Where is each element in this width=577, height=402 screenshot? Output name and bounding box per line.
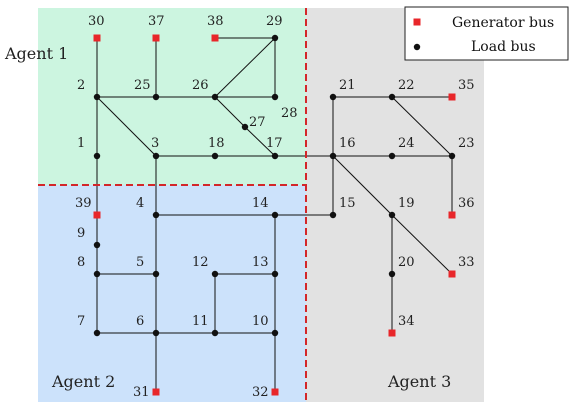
bus-label-3: 3 xyxy=(151,136,159,151)
load-bus-4 xyxy=(152,211,160,219)
bus-label-9: 9 xyxy=(77,226,85,241)
bus-label-12: 12 xyxy=(192,255,209,270)
bus-label-5: 5 xyxy=(136,255,144,270)
load-bus-1 xyxy=(93,152,101,160)
load-bus-13 xyxy=(271,270,279,278)
generator-bus-36 xyxy=(448,211,456,219)
bus-label-31: 31 xyxy=(133,385,150,400)
bus-nodes xyxy=(93,34,456,396)
line-2-3 xyxy=(96,96,157,157)
generator-bus-39 xyxy=(93,211,101,219)
bus-label-6: 6 xyxy=(136,314,144,329)
legend-generator-label: Generator bus xyxy=(452,15,554,31)
load-bus-23 xyxy=(448,152,456,160)
load-bus-8 xyxy=(93,270,101,278)
bus-label-28: 28 xyxy=(281,106,298,121)
bus-label-2: 2 xyxy=(77,78,85,93)
bus-label-33: 33 xyxy=(458,255,475,270)
bus-label-27: 27 xyxy=(249,115,266,130)
load-bus-19 xyxy=(388,211,396,219)
bus-label-32: 32 xyxy=(252,385,269,400)
generator-bus-31 xyxy=(152,388,160,396)
bus-label-35: 35 xyxy=(458,78,475,93)
region-agent2 xyxy=(38,185,306,402)
bus-label-25: 25 xyxy=(134,78,151,93)
load-bus-3 xyxy=(152,152,160,160)
load-bus-25 xyxy=(152,93,160,101)
bus-label-30: 30 xyxy=(88,14,105,29)
load-bus-14 xyxy=(271,211,279,219)
load-bus-24 xyxy=(388,152,396,160)
generator-bus-38 xyxy=(211,34,219,42)
load-bus-5 xyxy=(152,270,160,278)
line-16-19 xyxy=(332,155,393,216)
line-29-26 xyxy=(214,37,276,98)
bus-label-29: 29 xyxy=(266,14,283,29)
bus-label-10: 10 xyxy=(252,314,269,329)
bus-label-11: 11 xyxy=(192,314,209,329)
legend-generator-marker xyxy=(413,18,421,26)
line-27-17 xyxy=(244,126,276,157)
load-bus-10 xyxy=(271,329,279,337)
load-bus-2 xyxy=(93,93,101,101)
generator-bus-33 xyxy=(448,270,456,278)
legend-load-marker xyxy=(413,43,421,51)
load-bus-9 xyxy=(93,241,101,249)
load-bus-11 xyxy=(211,329,219,337)
bus-label-20: 20 xyxy=(398,255,415,270)
load-bus-27 xyxy=(241,123,249,131)
legend-box xyxy=(404,6,569,61)
load-bus-6 xyxy=(152,329,160,337)
generator-bus-32 xyxy=(271,388,279,396)
generator-bus-30 xyxy=(93,34,101,42)
load-bus-22 xyxy=(388,93,396,101)
load-bus-16 xyxy=(329,152,337,160)
bus-label-8: 8 xyxy=(77,255,85,270)
bus-label-23: 23 xyxy=(458,136,475,151)
legend-load-label: Load bus xyxy=(471,39,536,55)
bus-label-36: 36 xyxy=(458,196,475,211)
bus-label-1: 1 xyxy=(77,136,85,151)
bus-label-39: 39 xyxy=(75,196,92,211)
load-bus-7 xyxy=(93,329,101,337)
bus-label-21: 21 xyxy=(339,78,356,93)
bus-label-15: 15 xyxy=(339,196,356,211)
generator-bus-34 xyxy=(388,329,396,337)
line-22-23 xyxy=(391,96,453,157)
generator-bus-35 xyxy=(448,93,456,101)
bus-label-24: 24 xyxy=(398,136,415,151)
load-bus-17 xyxy=(271,152,279,160)
bus-label-26: 26 xyxy=(192,78,209,93)
bus-label-34: 34 xyxy=(398,314,415,329)
bus-label-13: 13 xyxy=(252,255,269,270)
bus-label-37: 37 xyxy=(148,14,165,29)
bus-label-4: 4 xyxy=(136,196,144,211)
bus-label-7: 7 xyxy=(77,314,85,329)
bus-label-19: 19 xyxy=(398,196,415,211)
generator-bus-37 xyxy=(152,34,160,42)
load-bus-29 xyxy=(271,34,279,42)
load-bus-20 xyxy=(388,270,396,278)
bus-label-14: 14 xyxy=(252,196,269,211)
bus-label-16: 16 xyxy=(339,136,356,151)
agent1-label: Agent 1 xyxy=(4,44,68,63)
load-bus-12 xyxy=(211,270,219,278)
legend: Generator bus Load bus xyxy=(404,6,569,61)
line-19-33 xyxy=(391,214,453,275)
transmission-lines xyxy=(96,37,453,392)
load-bus-26 xyxy=(211,93,219,101)
load-bus-18 xyxy=(211,152,219,160)
load-bus-15 xyxy=(329,211,337,219)
load-bus-28 xyxy=(271,93,279,101)
bus-label-38: 38 xyxy=(207,14,224,29)
agent3-label: Agent 3 xyxy=(387,372,451,391)
agent2-label: Agent 2 xyxy=(51,372,115,391)
bus-label-18: 18 xyxy=(208,136,225,151)
load-bus-21 xyxy=(329,93,337,101)
line-26-27 xyxy=(214,96,246,128)
bus-label-17: 17 xyxy=(266,136,283,151)
bus-label-22: 22 xyxy=(398,78,415,93)
